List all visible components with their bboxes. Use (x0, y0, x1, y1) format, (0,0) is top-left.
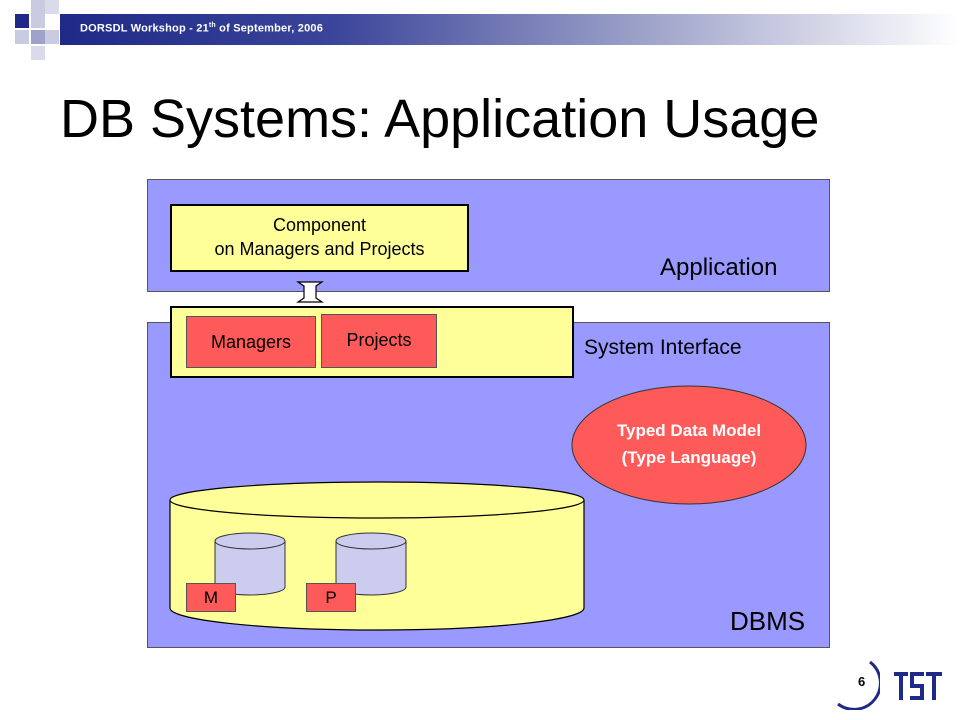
page-number-arc (837, 660, 880, 710)
projects-box: Projects (321, 314, 437, 368)
page-number: 6 (858, 674, 866, 689)
header-text: DORSDL Workshop - 21th of September, 200… (80, 22, 324, 35)
p-label-box: P (306, 583, 356, 612)
typed-data-model-label: Typed Data Model (Type Language) (616, 421, 762, 467)
application-label: Application (660, 254, 778, 281)
system-interface-label: System Interface (584, 336, 742, 359)
component-label-line1: Component (272, 215, 367, 235)
m-label-box: M (186, 583, 236, 612)
component-box: Component on Managers and Projects (170, 204, 469, 272)
header-bar (60, 14, 960, 45)
ist-logo-icon (894, 672, 942, 700)
managers-table-cylinder (214, 532, 286, 596)
component-label-line2: on Managers and Projects (214, 239, 425, 259)
double-vertical-arrow-icon (296, 281, 324, 303)
slide-title: DB Systems: Application Usage (60, 89, 820, 149)
typed-data-model-ellipse (571, 385, 807, 505)
dbms-label: DBMS (730, 606, 806, 636)
projects-table-cylinder (335, 532, 407, 596)
managers-box: Managers (186, 316, 316, 368)
